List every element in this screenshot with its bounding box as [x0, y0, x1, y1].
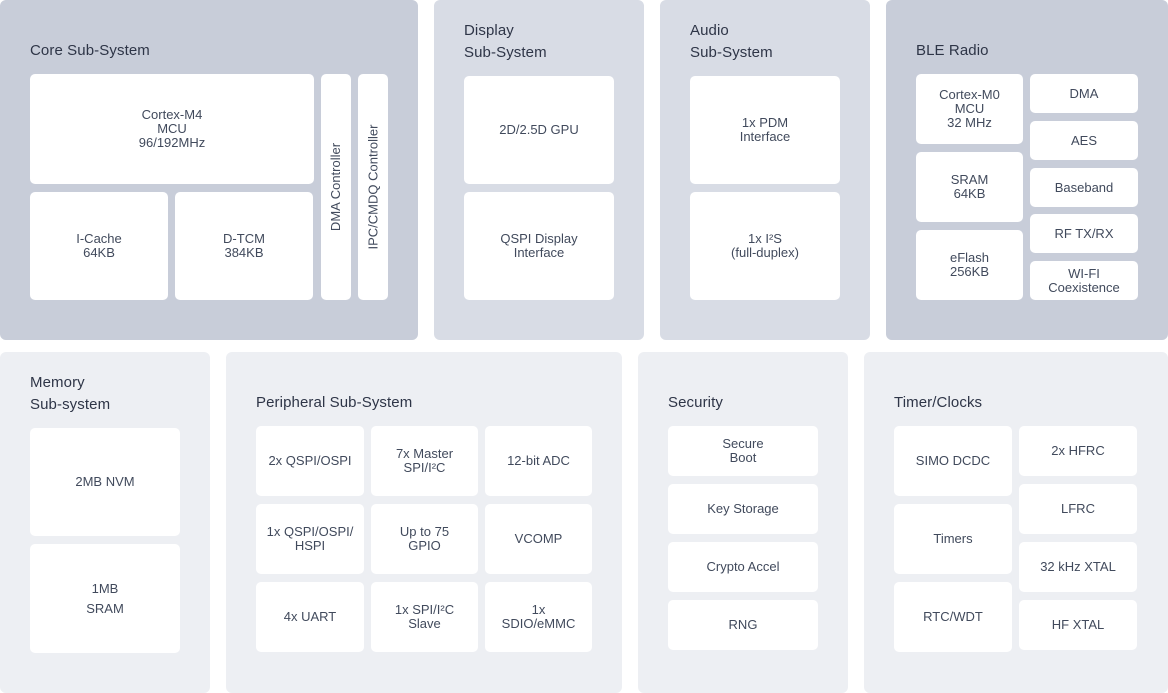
ipc-controller-label: IPC/CMDQ Controller [365, 124, 380, 250]
hf-xtal-block: HF XTAL [1019, 600, 1137, 650]
ble-sram-block: SRAM 64KB [916, 152, 1023, 222]
display-subsystem-title: Display Sub-System [464, 22, 547, 61]
memory-subsystem-panel: Memory Sub-system 2MB NVM 1MB SRAM [0, 352, 210, 693]
hfrc-block: 2x HFRC [1019, 426, 1137, 476]
ble-wifi-coexistence-block: WI-FI Coexistence [1030, 261, 1138, 300]
dma-controller-label: DMA Controller [328, 142, 344, 232]
peripheral-subsystem-panel: Peripheral Sub-System 2x QSPI/OSPI 7x Ma… [226, 352, 622, 693]
security-panel: Security Secure Boot Key Storage Crypto … [638, 352, 848, 693]
rng-block: RNG [668, 600, 818, 650]
pdm-interface-block: 1x PDM Interface [690, 76, 840, 184]
ble-dma-block: DMA [1030, 74, 1138, 113]
dtcm-block: D-TCM 384KB [175, 192, 313, 300]
ble-baseband-block: Baseband [1030, 168, 1138, 207]
core-subsystem-title: Core Sub-System [30, 42, 150, 59]
peripheral-item: 1x QSPI/OSPI/ HSPI [256, 504, 364, 574]
nvm-block: 2MB NVM [30, 428, 180, 536]
simo-dcdc-block: SIMO DCDC [894, 426, 1012, 496]
qspi-display-block: QSPI Display Interface [464, 192, 614, 300]
peripheral-item: 1x SPI/I²C Slave [371, 582, 478, 652]
i2s-block: 1x I²S (full-duplex) [690, 192, 840, 300]
ble-rf-block: RF TX/RX [1030, 214, 1138, 253]
core-subsystem-panel: Core Sub-System Cortex-M4 MCU 96/192MHz … [0, 0, 418, 340]
lfrc-block: LFRC [1019, 484, 1137, 534]
audio-subsystem-title: Audio Sub-System [690, 22, 773, 61]
dma-controller-block: DMA Controller [321, 74, 351, 300]
crypto-accel-block: Crypto Accel [668, 542, 818, 592]
peripheral-subsystem-title: Peripheral Sub-System [256, 394, 413, 411]
ble-radio-title: BLE Radio [916, 42, 989, 59]
rtc-wdt-block: RTC/WDT [894, 582, 1012, 652]
peripheral-item: VCOMP [485, 504, 592, 574]
icache-block: I-Cache 64KB [30, 192, 168, 300]
ipc-controller-block: IPC/CMDQ Controller [358, 74, 388, 300]
sram-block: 1MB SRAM [30, 544, 180, 653]
display-subsystem-panel: Display Sub-System 2D/2.5D GPU QSPI Disp… [434, 0, 644, 340]
security-title: Security [668, 394, 723, 411]
ble-radio-panel: BLE Radio Cortex-M0 MCU 32 MHz SRAM 64KB… [886, 0, 1168, 340]
audio-subsystem-panel: Audio Sub-System 1x PDM Interface 1x I²S… [660, 0, 870, 340]
secure-boot-block: Secure Boot [668, 426, 818, 476]
ble-aes-block: AES [1030, 121, 1138, 160]
peripheral-item: Up to 75 GPIO [371, 504, 478, 574]
memory-subsystem-title: Memory Sub-system [30, 374, 111, 413]
gpu-block: 2D/2.5D GPU [464, 76, 614, 184]
core-mcu-block: Cortex-M4 MCU 96/192MHz [30, 74, 314, 184]
peripheral-item: 1x SDIO/eMMC [485, 582, 592, 652]
ble-mcu-block: Cortex-M0 MCU 32 MHz [916, 74, 1023, 144]
timers-block: Timers [894, 504, 1012, 574]
peripheral-item: 12-bit ADC [485, 426, 592, 496]
peripheral-item: 2x QSPI/OSPI [256, 426, 364, 496]
peripheral-item: 7x Master SPI/I²C [371, 426, 478, 496]
key-storage-block: Key Storage [668, 484, 818, 534]
32khz-xtal-block: 32 kHz XTAL [1019, 542, 1137, 592]
ble-eflash-block: eFlash 256KB [916, 230, 1023, 300]
timer-clocks-panel: Timer/Clocks SIMO DCDC Timers RTC/WDT 2x… [864, 352, 1168, 693]
peripheral-item: 4x UART [256, 582, 364, 652]
timer-clocks-title: Timer/Clocks [894, 394, 983, 411]
